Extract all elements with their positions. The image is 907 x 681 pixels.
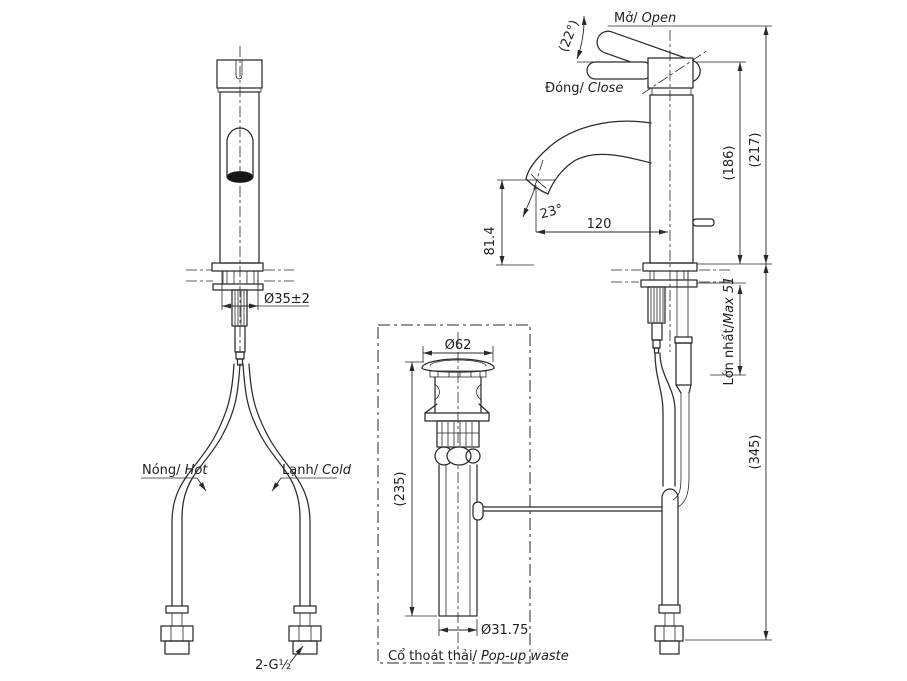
waste-length-label: (235) <box>393 472 408 507</box>
spout <box>525 120 652 195</box>
valve-head <box>647 57 694 89</box>
deck-thickness-label: Lớn nhất/Max 51 <box>722 276 737 385</box>
handle-angle-label: (22°) <box>556 18 582 54</box>
popup-waste-frame <box>377 324 531 664</box>
popup-rod-knob <box>472 501 484 521</box>
faucet-body-side <box>649 94 694 264</box>
front-view: Ø35±2 Nóng/Hot Lạnh/Cold <box>141 46 352 673</box>
height-closed-label: (186) <box>722 146 737 181</box>
popup-lift-rod <box>482 506 662 512</box>
spout-outlet-hole <box>226 171 254 183</box>
shank-diameter-label: Ø35±2 <box>264 292 310 307</box>
hose-thread-label: 2-G½ <box>255 658 291 673</box>
below-deck-length-label: (345) <box>748 435 763 470</box>
height-open-label: (217) <box>748 133 763 168</box>
hot-label: Nóng/Hot <box>142 463 208 478</box>
open-label: Mở/Open <box>614 11 676 26</box>
handle-cap-front <box>216 59 263 89</box>
drain-actuator <box>672 271 693 508</box>
spout-height-label: 81.4 <box>483 227 498 256</box>
spout-reach-label: 120 <box>587 217 612 232</box>
handle-closed <box>586 61 653 80</box>
lift-rod <box>692 218 715 227</box>
supply-hoses <box>160 363 322 655</box>
cold-label: Lạnh/Cold <box>282 463 352 478</box>
cap-diameter-label: Ø62 <box>445 338 472 353</box>
stream-angle-label: 23° <box>539 202 565 222</box>
pipe-diameter-label: Ø31.75 <box>481 623 528 638</box>
side-view: (22°) Mở/Open Đóng/Close 23° 81.4 120 (1… <box>483 11 772 655</box>
popup-waste-caption: Cổ thoát thải/Pop-up waste <box>388 649 569 664</box>
close-label: Đóng/Close <box>545 81 623 96</box>
popup-waste-view: Ø62 (235) Ø31.75 Cổ thoát thải/Pop-up wa… <box>377 324 662 664</box>
